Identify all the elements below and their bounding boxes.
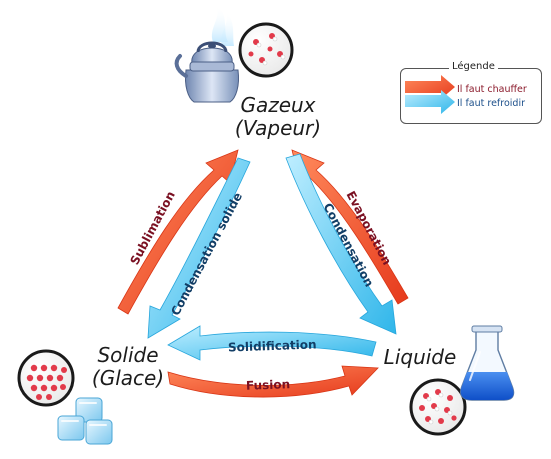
legend-box: Légende Il faut chauffer Il faut refroid… <box>400 61 542 124</box>
state-liquide-name: Liquide <box>383 345 457 369</box>
kettle-icon <box>174 6 239 103</box>
solid-particles-icon <box>17 349 75 407</box>
state-gaz-sub: (Vapeur) <box>234 116 322 140</box>
gas-particles-icon <box>238 22 294 78</box>
legend-title: Légende <box>449 61 498 72</box>
condensation-arrow <box>285 153 397 335</box>
state-gaz-label: Gazeux (Vapeur) <box>218 94 338 140</box>
legend-cool-arrow <box>405 90 455 114</box>
state-gaz-name: Gazeux <box>240 93 316 117</box>
legend-cool-label: Il faut refroidir <box>457 98 526 109</box>
fusion-label: Fusion <box>245 377 291 393</box>
legend-warm-label: Il faut chauffer <box>457 84 527 95</box>
state-solide-sub: (Glace) <box>91 366 165 390</box>
state-solide-name: Solide <box>97 343 159 367</box>
flask-icon <box>460 325 515 401</box>
ice-cubes-icon <box>57 397 113 445</box>
solidification-arrow <box>167 325 377 361</box>
fusion-arrow <box>167 365 379 398</box>
condensation-solide-arrow <box>147 157 251 339</box>
state-liquide-label: Liquide <box>380 346 460 369</box>
liquid-particles-icon <box>409 378 467 436</box>
sublimation-arrow <box>117 149 239 315</box>
state-solide-label: Solide (Glace) <box>78 344 178 390</box>
legend-arrows <box>405 75 455 114</box>
